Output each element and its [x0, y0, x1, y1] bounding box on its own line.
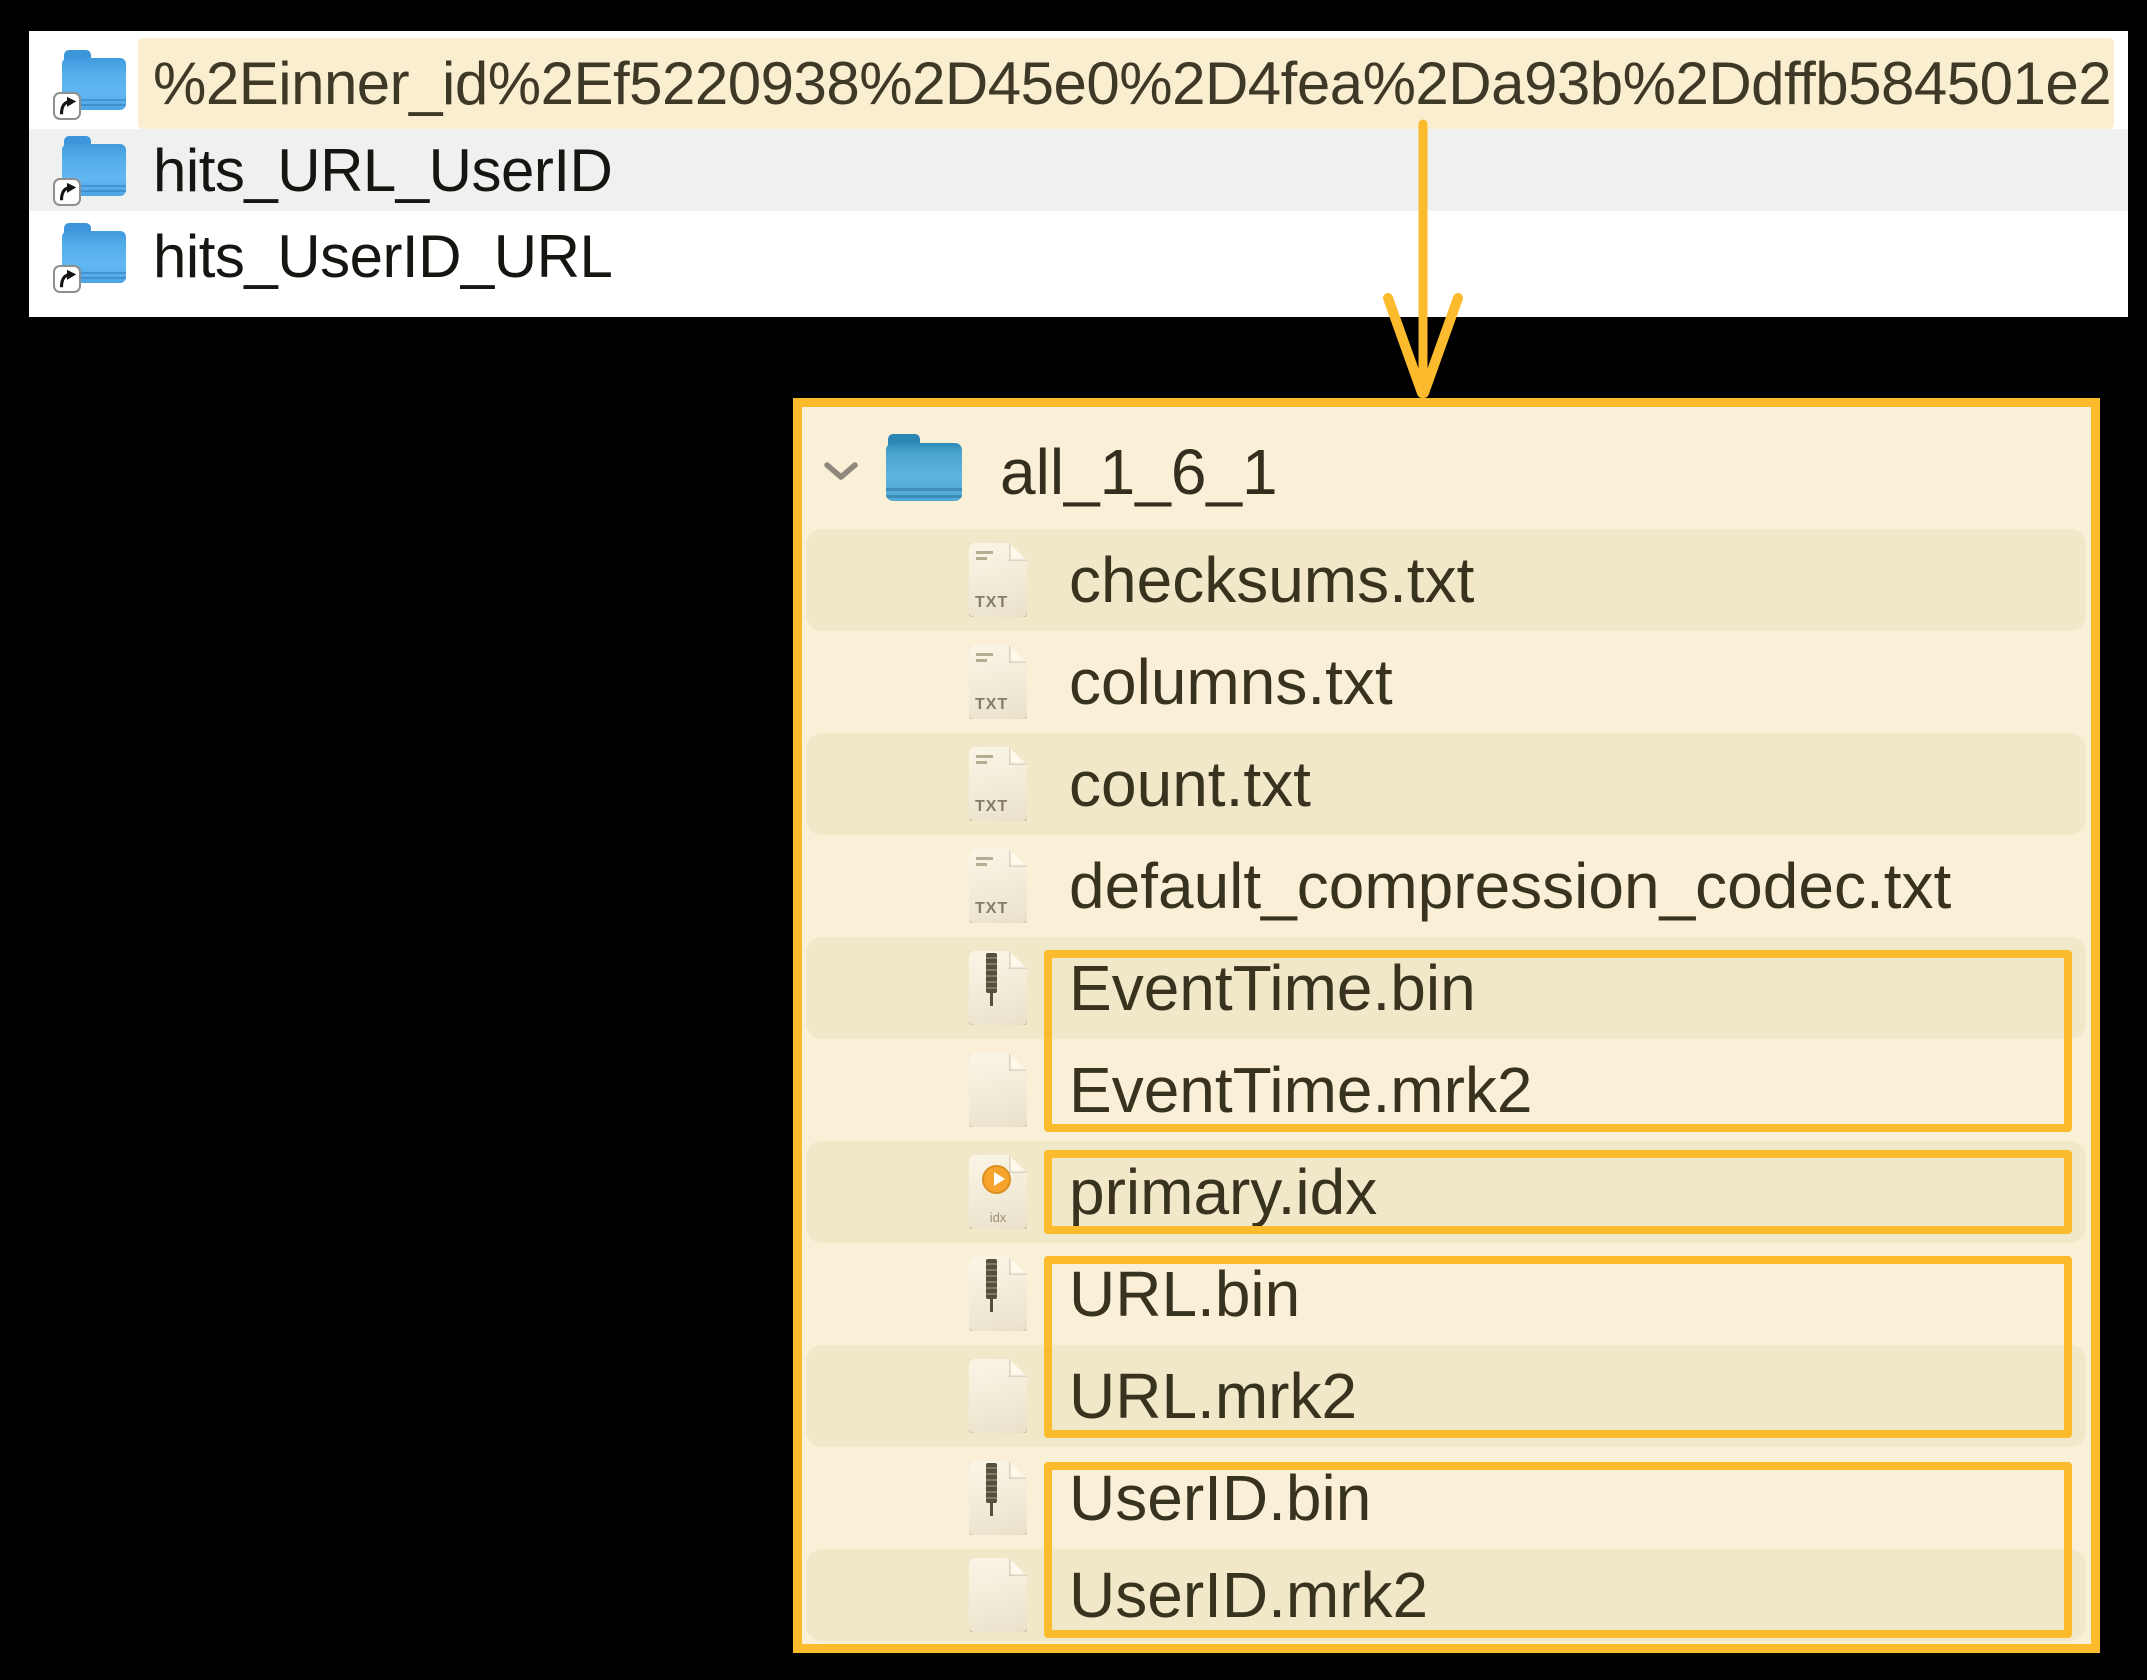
txt-file-icon: TXT — [969, 849, 1027, 923]
folder-name: %2Einner_id%2Ef5220938%2D45e0%2D4fea%2Da… — [153, 50, 2112, 117]
tree-row-checksums[interactable]: TXT checksums.txt — [806, 529, 2086, 631]
file-name: checksums.txt — [1069, 544, 1475, 616]
file-name: UserID.bin — [1069, 1462, 1372, 1534]
alias-arrow-badge-icon — [53, 178, 81, 206]
bin-file-icon — [969, 951, 1027, 1025]
list-item-inner-id-folder[interactable]: %2Einner_id%2Ef5220938%2D45e0%2D4fea%2Da… — [29, 38, 2128, 129]
finder-file-list: %2Einner_id%2Ef5220938%2D45e0%2D4fea%2Da… — [29, 31, 2128, 317]
folder-name: hits_URL_UserID — [153, 136, 613, 204]
file-name: columns.txt — [1069, 646, 1393, 718]
blank-file-icon — [969, 1558, 1027, 1632]
folder-name: hits_UserID_URL — [153, 223, 613, 290]
bin-file-icon — [969, 1257, 1027, 1331]
part-folder-name: all_1_6_1 — [1000, 436, 1278, 508]
tree-root-row[interactable]: all_1_6_1 — [802, 415, 2091, 529]
file-name: UserID.mrk2 — [1069, 1559, 1429, 1631]
part-folder-panel: all_1_6_1 TXT checksums.txt TXT columns.… — [793, 398, 2100, 1653]
tree-row-url-bin[interactable]: URL.bin — [806, 1243, 2086, 1345]
tree-row-columns[interactable]: TXT columns.txt — [806, 631, 2086, 733]
alias-arrow-badge-icon — [53, 91, 81, 120]
idx-file-icon: idx — [969, 1155, 1027, 1229]
tree-row-count[interactable]: TXT count.txt — [806, 733, 2086, 835]
tree-row-userid-mrk2[interactable]: UserID.mrk2 — [806, 1549, 2086, 1641]
txt-file-icon: TXT — [969, 645, 1027, 719]
file-name: URL.mrk2 — [1069, 1360, 1358, 1432]
annotation-arrow-down-icon — [1383, 119, 1463, 398]
tree-row-eventtime-mrk2[interactable]: EventTime.mrk2 — [806, 1039, 2086, 1141]
file-name: EventTime.bin — [1069, 952, 1476, 1024]
txt-file-icon: TXT — [969, 747, 1027, 821]
folder-icon — [886, 434, 962, 501]
selection-highlight — [138, 38, 2114, 129]
file-name: default_compression_codec.txt — [1069, 850, 1952, 922]
file-name: URL.bin — [1069, 1258, 1301, 1330]
txt-file-icon: TXT — [969, 543, 1027, 617]
alias-arrow-badge-icon — [53, 264, 81, 293]
folder-alias-icon — [53, 222, 126, 293]
file-name: primary.idx — [1069, 1156, 1378, 1228]
tree-row-default-compression-codec[interactable]: TXT default_compression_codec.txt — [806, 835, 2086, 937]
list-item-hits-userid-url[interactable]: hits_UserID_URL — [29, 211, 2128, 302]
folder-alias-icon — [53, 49, 126, 120]
tree-row-userid-bin[interactable]: UserID.bin — [806, 1447, 2086, 1549]
folder-alias-icon — [53, 136, 126, 206]
bin-file-icon — [969, 1461, 1027, 1535]
blank-file-icon — [969, 1359, 1027, 1433]
file-name: EventTime.mrk2 — [1069, 1054, 1533, 1126]
tree-row-url-mrk2[interactable]: URL.mrk2 — [806, 1345, 2086, 1447]
tree-row-primary-idx[interactable]: idx primary.idx — [806, 1141, 2086, 1243]
blank-file-icon — [969, 1053, 1027, 1127]
list-item-hits-url-userid[interactable]: hits_URL_UserID — [29, 129, 2128, 211]
disclosure-chevron-icon[interactable] — [823, 461, 859, 483]
tree-row-eventtime-bin[interactable]: EventTime.bin — [806, 937, 2086, 1039]
file-name: count.txt — [1069, 748, 1311, 820]
